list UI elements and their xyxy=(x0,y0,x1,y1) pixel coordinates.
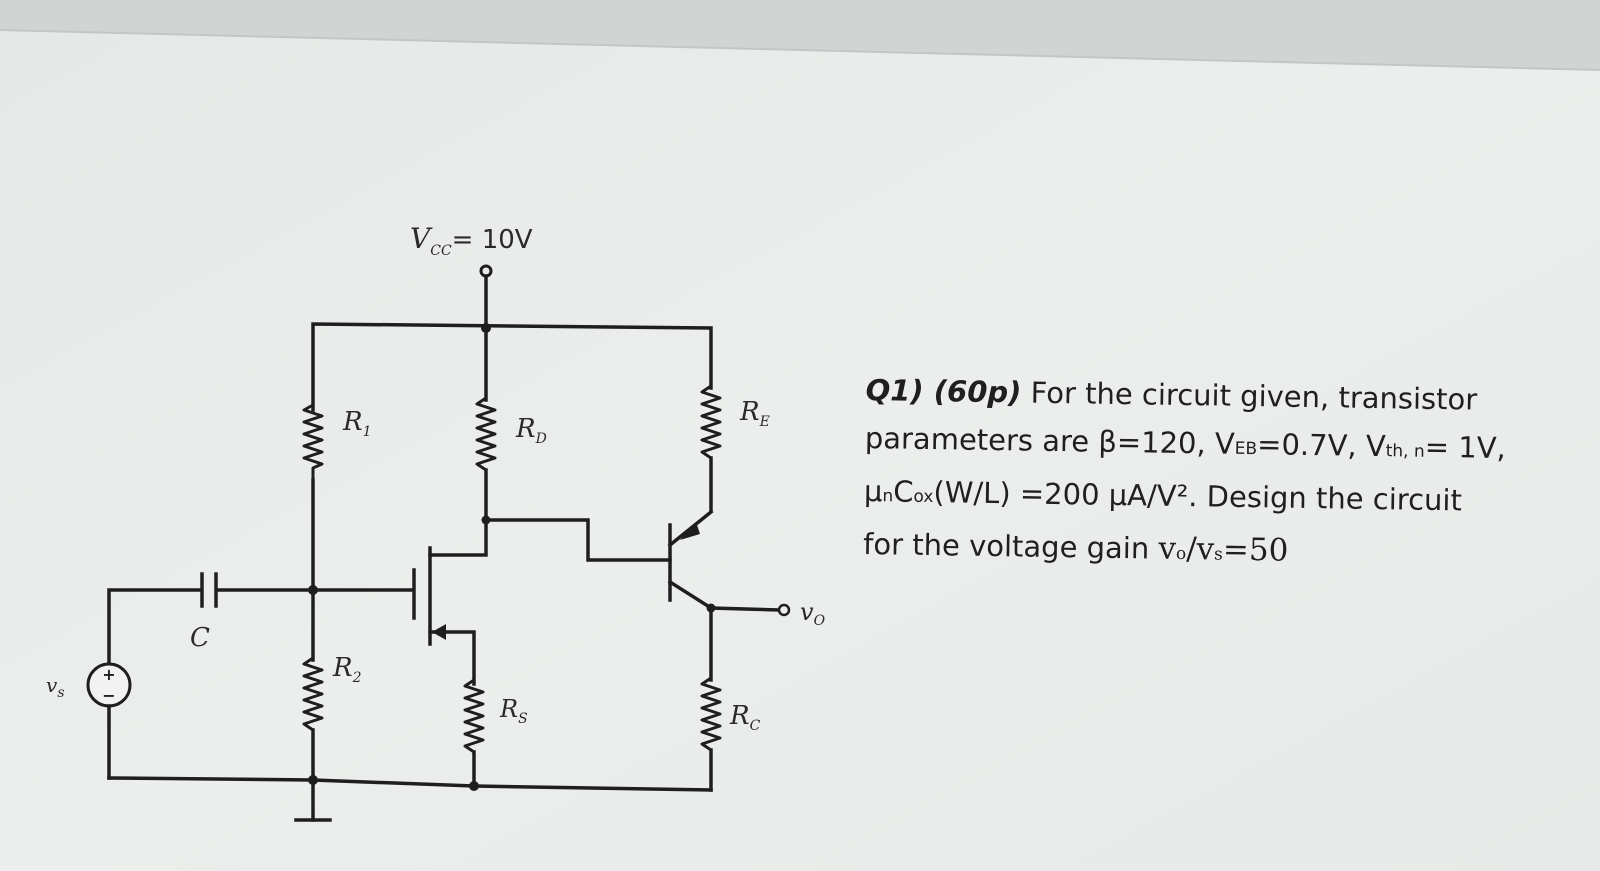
r2-label: R2 xyxy=(332,653,362,686)
voltage-source-vs: + − xyxy=(86,662,132,780)
mun-subscript: n xyxy=(882,486,894,507)
resistor-r2 xyxy=(302,588,324,822)
cox-letter: C xyxy=(893,474,914,509)
mu-symbol: μ xyxy=(863,473,883,509)
c-label: C xyxy=(190,623,210,653)
drain-to-base-wire xyxy=(484,518,672,562)
ground-rail xyxy=(107,776,713,792)
params-text-d: (W/L) =200 μA/V². Design the circuit xyxy=(933,475,1463,518)
r1-label: R1 xyxy=(342,407,372,440)
question-line-1-text: For the circuit given, transistor xyxy=(1030,375,1478,417)
ground-node-r2 xyxy=(308,775,318,785)
output-wire xyxy=(709,606,780,612)
vs-label: vs xyxy=(46,673,65,701)
cox-subscript: ox xyxy=(913,486,934,508)
output-terminal xyxy=(777,603,791,617)
question-line-4: for the voltage gain vo/vs=50 xyxy=(863,520,1584,584)
rd-label: RD xyxy=(515,414,547,447)
rc-label: RC xyxy=(729,701,761,734)
resistor-rc xyxy=(700,606,722,792)
params-text-c: = 1V, xyxy=(1424,429,1507,466)
resistor-r1 xyxy=(302,395,324,592)
params-text-b: =0.7V, V xyxy=(1256,427,1387,464)
vcc-label: VCC= 10V xyxy=(410,222,533,259)
capacitor-c xyxy=(107,572,315,672)
question-text: Q1) (60p) For the circuit given, transis… xyxy=(863,366,1586,584)
screen-top-edge xyxy=(0,0,1600,70)
resistor-rs xyxy=(463,678,485,788)
resistor-re xyxy=(700,384,722,512)
question-title: Q1) (60p) xyxy=(865,372,1022,410)
resistor-rd xyxy=(475,326,497,522)
gain-expression: vo/vs=50 xyxy=(1158,530,1289,569)
top-rail xyxy=(311,322,713,412)
vo-label: vO xyxy=(800,598,826,629)
re-label: RE xyxy=(739,397,770,430)
pnp-transistor xyxy=(667,509,714,611)
gain-text: for the voltage gain xyxy=(862,526,1150,566)
veb-subscript: EB xyxy=(1234,438,1258,460)
vth-subscript: th, n xyxy=(1385,441,1425,462)
rs-label: RS xyxy=(499,695,528,727)
nmos-transistor xyxy=(311,518,488,686)
params-text-a: parameters are β=120, V xyxy=(864,420,1236,461)
svg-text:+: + xyxy=(102,665,115,684)
svg-text:−: − xyxy=(102,686,115,705)
vcc-terminal xyxy=(479,264,493,330)
ground-node-rs xyxy=(469,781,479,791)
